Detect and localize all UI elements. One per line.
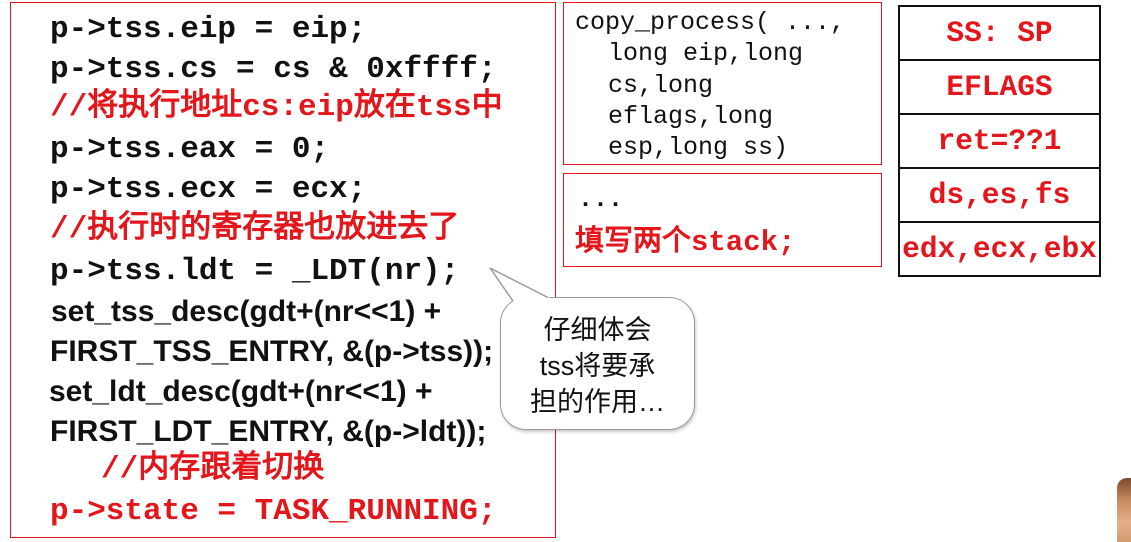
callout-line-3: 担的作用… — [530, 387, 665, 417]
signature-line-eip: long eip,long — [608, 39, 804, 68]
code-line-tss-entry: FIRST_TSS_ENTRY, &(p->tss)); — [50, 335, 494, 368]
stack-cell-ret: ret=??1 — [900, 113, 1099, 167]
code-line-tss-eip: p->tss.eip = eip; — [50, 12, 367, 47]
stack-cell-ss-sp: SS: SP — [946, 16, 1053, 50]
code-box — [10, 2, 556, 538]
comment-registers-to-tss: //执行时的寄存器也放进去了 — [50, 212, 460, 247]
comment-eip-to-tss: //将执行地址cs:eip放在tss中 — [50, 90, 503, 125]
kernel-stack-diagram: SS: SP EFLAGS ret=??1 ds,es,fs edx,ecx,e… — [898, 5, 1101, 277]
signature-line-cs: cs,long — [608, 71, 714, 100]
signature-line-eflags: eflags,long — [608, 102, 774, 131]
code-line-set-tss-desc: set_tss_desc(gdt+(nr<<1) + — [51, 295, 442, 328]
note-box — [563, 173, 882, 267]
code-line-set-ldt-desc: set_ldt_desc(gdt+(nr<<1) + — [49, 375, 433, 408]
code-line-ldt-entry: FIRST_LDT_ENTRY, &(p->ldt)); — [50, 415, 487, 448]
code-line-tss-ldt: p->tss.ldt = _LDT(nr); — [50, 254, 460, 289]
code-line-tss-cs: p->tss.cs = cs & 0xffff; — [50, 52, 497, 87]
signature-line-esp-ss: esp,long ss) — [608, 133, 789, 162]
stack-cell-segments: ds,es,fs — [900, 167, 1099, 221]
code-line-tss-eax: p->tss.eax = 0; — [50, 132, 330, 167]
code-line-task-running: p->state = TASK_RUNNING; — [50, 494, 497, 529]
callout-line-1: 仔细体会 — [543, 315, 652, 345]
signature-box — [563, 2, 882, 165]
note-fill-two-stacks: 填写两个stack; — [575, 226, 796, 259]
presenter-video-fragment — [1117, 478, 1131, 542]
callout-bubble: 仔细体会 tss将要承 担的作用… — [500, 297, 695, 430]
stack-cell-eflags: EFLAGS — [900, 59, 1099, 113]
code-line-tss-ecx: p->tss.ecx = ecx; — [50, 172, 367, 207]
signature-line-function: copy_process( ..., — [575, 8, 846, 37]
stack-cell-registers: edx,ecx,ebx — [900, 221, 1099, 275]
comment-memory-switch: //内存跟着切换 — [101, 452, 325, 487]
callout-line-2: tss将要承 — [539, 351, 656, 381]
note-ellipsis: ... — [578, 185, 624, 214]
